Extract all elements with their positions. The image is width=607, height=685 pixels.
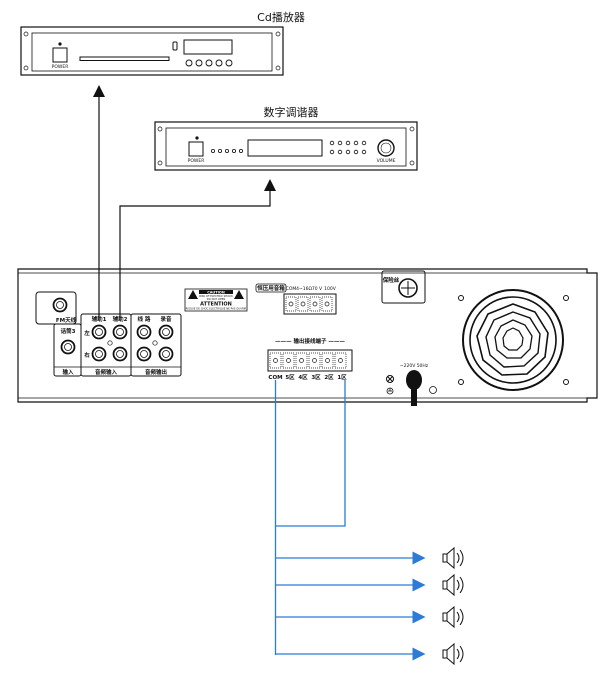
cd-player-device: POWER [20,26,284,76]
caution-attention: ATTENTION [200,302,232,308]
zone-terminal-block [267,349,353,372]
audio-input-label: 音频输入 [95,368,118,376]
caution-label: CAUTION [184,288,248,312]
cd-transport-buttons [185,59,233,67]
zone-label-com: COM [268,375,282,381]
fm-antenna-label: FM天线 [56,316,77,324]
cd-player-title: Cd播放器 [257,10,305,24]
tuner-title: 数字调谐器 [264,105,319,119]
caution-line1: RISK OF ELECTRIC SHOCK [199,294,233,298]
zone-label-5: 5区 [285,373,295,381]
zone-label-3: 3区 [311,373,321,381]
fuse-label: 保险丝 [382,276,400,284]
constant-ohm-label: 4~16Ω [296,286,312,292]
zone-label-2: 2区 [324,373,334,381]
tuner-power-button [188,141,204,157]
left-channel-label: 左 [83,329,90,337]
constant-70v-label: 70 V [312,286,323,292]
tuner-keypad [329,140,367,155]
cd-power-label: POWER [52,64,69,70]
ground-symbol-icon [386,387,394,395]
speaker-icon [442,573,464,597]
audio-input-box [80,313,132,377]
audio-output-label: 音频输出 [145,368,168,376]
mic3-label: 话筒3 [61,327,76,335]
speaker-icon [442,642,464,666]
line-output-label: 线 路 [138,315,151,323]
record-output-label: 录音 [160,315,172,323]
tuner-display [247,139,323,157]
constant-100v-label: 100V [324,286,337,292]
right-channel-label: 右 [84,351,90,359]
tuner-knob-label: VOLUME [377,158,396,164]
constant-terminal-label: 恒压用音箱 [257,284,285,292]
zone-label-1: 1区 [337,373,347,381]
tuner-to-aux2-wire [119,179,276,320]
constant-com-label: COM [286,286,297,292]
tuner-power-label: POWER [188,158,205,164]
cd-power-button [52,47,68,63]
svg-text:CAUTION: CAUTION [207,291,225,295]
caution-line3: RISQUE DE CHOC ELECTRIQUE NE PAS OUVRIR [186,307,247,311]
constant-terminal-block [283,293,337,315]
fuse-holder [381,270,426,304]
audio-output-box [130,313,182,377]
cooling-fan [458,289,569,391]
power-label: ~220V 50Hz [400,363,429,369]
amplifier-rear-panel [17,268,598,403]
tuner-preset-buttons-left [210,148,243,153]
constant-terminal-label-box [255,283,287,293]
cd-disc-slot [79,56,170,61]
tuner-volume-knob [377,139,395,157]
cd-display [183,39,233,55]
speaker-icon [442,546,464,570]
power-cord [406,370,437,406]
zone-terminal-label: ——— 输出接线端子 ——— [275,337,345,345]
caution-line2: DO NOT OPEN [207,297,225,301]
ground-screw-icon [386,375,394,383]
tuner-device: POWER VOLUME [154,121,418,171]
zone-label-4: 4区 [298,373,308,381]
speaker-wiring [274,380,426,661]
speaker-icon [442,605,464,629]
mic-input-label: 输入 [62,368,74,376]
